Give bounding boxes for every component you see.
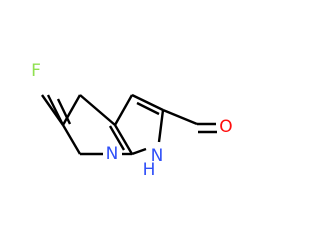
bond-c2-n1 bbox=[157, 109, 165, 143]
pyridine-nitrogen-label: N bbox=[106, 144, 119, 164]
bond-c7a-c3a-inner bbox=[108, 125, 126, 151]
bond-c2-c3 bbox=[61, 124, 82, 155]
molecule-structure-canvas: F N N H O bbox=[31, 61, 233, 180]
bonds bbox=[41, 93, 217, 156]
bond-c1-c2-inner bbox=[56, 98, 72, 125]
pyrrole-nitrogen-label: N bbox=[151, 146, 164, 166]
bond-c3-c2-inner bbox=[136, 101, 160, 116]
bond-c4-c5 bbox=[61, 94, 82, 126]
skeletal-formula: F N N H O bbox=[31, 61, 233, 180]
bond-c3a-c4 bbox=[79, 94, 116, 126]
atom-labels: F N N H O bbox=[31, 61, 233, 180]
bond-c5-f bbox=[41, 94, 64, 126]
pyrrole-hydrogen-label: H bbox=[143, 160, 156, 180]
bond-c7a-c3a bbox=[113, 124, 134, 155]
oxygen-atom-label: O bbox=[219, 117, 232, 137]
bond-c3-c2 bbox=[131, 93, 164, 112]
fluorine-atom-label: F bbox=[31, 61, 41, 81]
bond-c3a-c3 bbox=[113, 94, 134, 126]
bond-c2-cho bbox=[162, 108, 198, 126]
bond-n1-c7a bbox=[131, 147, 147, 156]
